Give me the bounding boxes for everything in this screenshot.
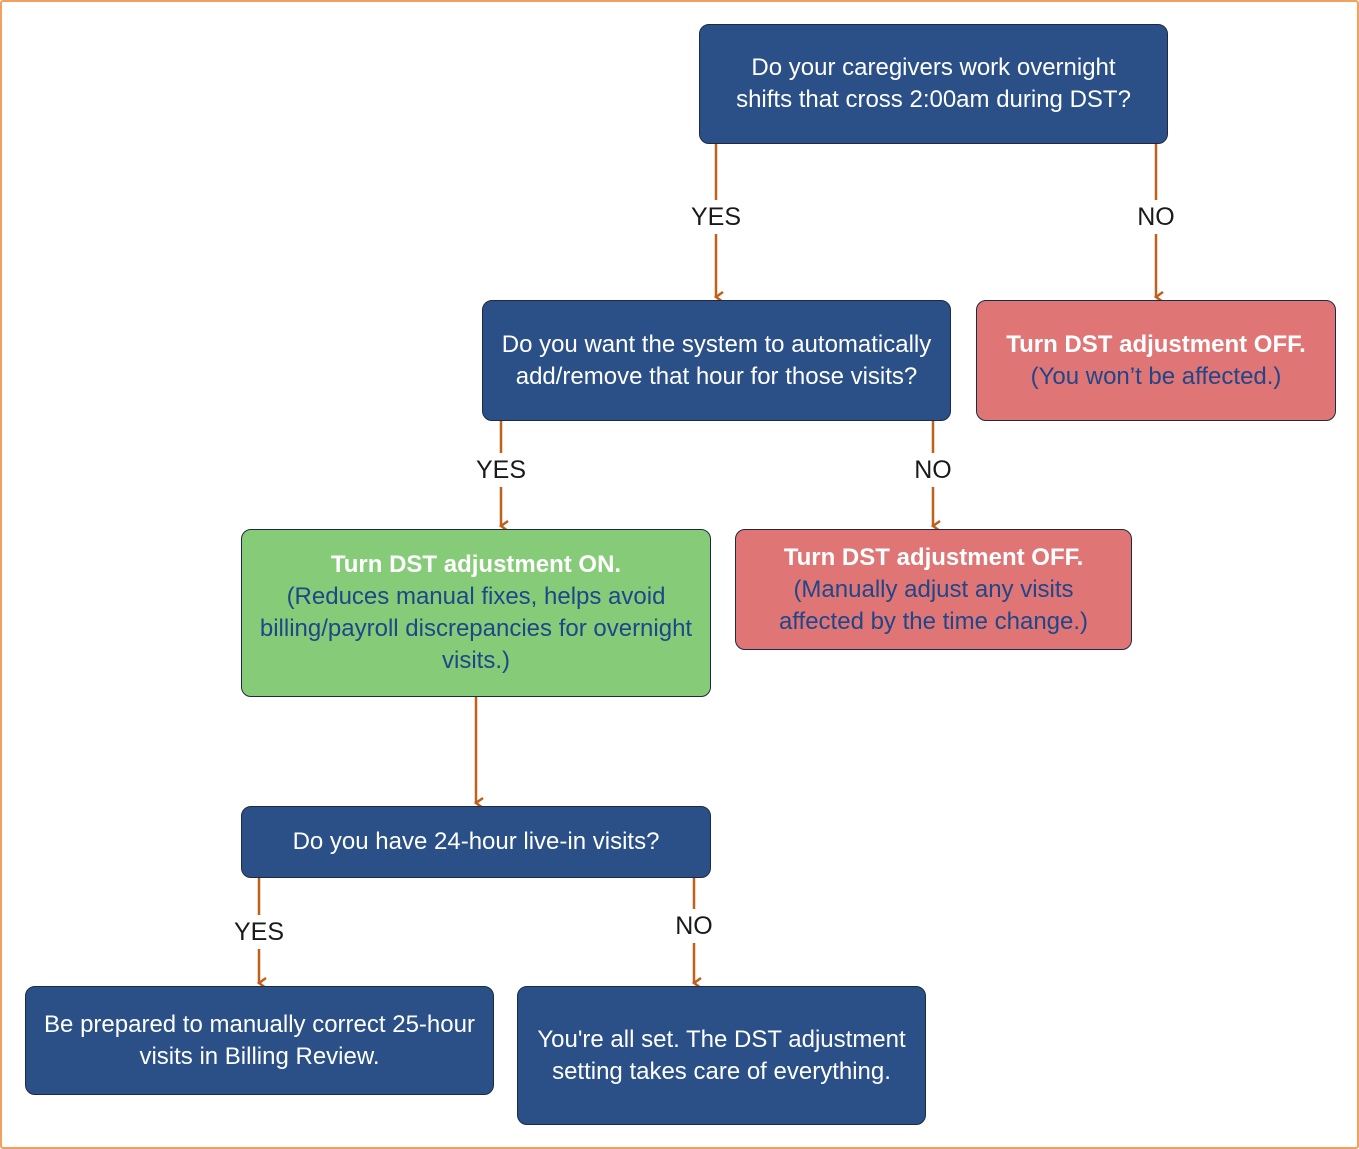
question-live-in-visits: Do you have 24-hour live-in visits? (241, 806, 711, 878)
result-title: Turn DST adjustment OFF. (783, 543, 1084, 571)
edge-label-q3-yes: YES (219, 915, 299, 949)
result-manual-correct: Be prepared to manually correct 25-hour … (25, 986, 494, 1095)
result-off-manual: Turn DST adjustment OFF. (Manually adjus… (735, 529, 1132, 650)
question-text: Do your caregivers work overnight shifts… (736, 54, 1131, 113)
edge-label-q3-no: NO (654, 909, 734, 943)
result-title: Turn DST adjustment ON. (330, 551, 622, 578)
result-note: (Manually adjust any visits affected by … (778, 575, 1089, 635)
edge-label-q2-yes: YES (461, 453, 541, 487)
result-text: Be prepared to manually correct 25-hour … (44, 1010, 475, 1070)
edge-label-q1-no: NO (1116, 200, 1196, 234)
result-title: Turn DST adjustment OFF. (1006, 330, 1306, 358)
result-on: Turn DST adjustment ON. (Reduces manual … (241, 529, 711, 697)
result-all-set: You're all set. The DST adjustment setti… (517, 986, 926, 1125)
question-text: Do you have 24-hour live-in visits? (292, 828, 660, 855)
result-off-unaffected: Turn DST adjustment OFF. (You won’t be a… (976, 300, 1336, 421)
question-overnight-shifts: Do your caregivers work overnight shifts… (699, 24, 1168, 144)
question-auto-adjust: Do you want the system to automatically … (482, 300, 951, 421)
edge-label-q2-no: NO (893, 453, 973, 487)
result-note: (Reduces manual fixes, helps avoid billi… (259, 583, 693, 674)
question-text: Do you want the system to automatically … (501, 330, 932, 390)
edge-label-q1-yes: YES (676, 200, 756, 234)
result-text: You're all set. The DST adjustment setti… (537, 1025, 906, 1085)
result-note: (You won’t be affected.) (1030, 362, 1282, 390)
